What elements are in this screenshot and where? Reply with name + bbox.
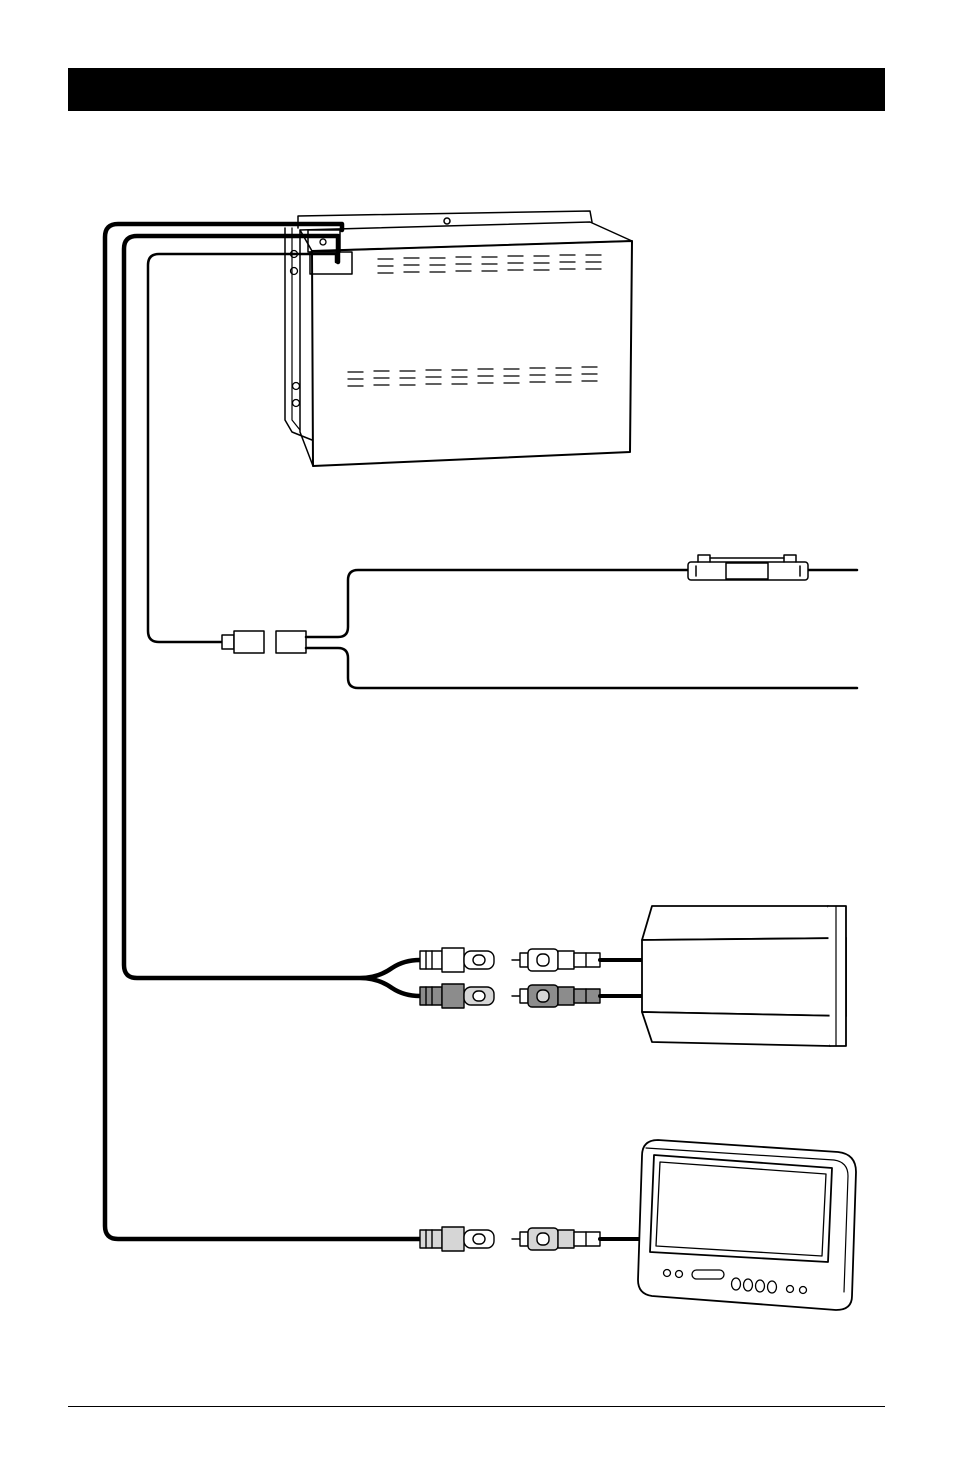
rca-jack-gray-female — [420, 984, 494, 1008]
cable-to-av-source — [124, 236, 420, 996]
cable-to-monitor — [105, 224, 420, 1239]
rca-jack-white-female — [420, 948, 494, 972]
rca-plug-white-male — [512, 949, 600, 971]
fuse-connector — [222, 631, 306, 653]
footer-rule — [68, 1406, 885, 1407]
av-source-wires — [600, 960, 642, 996]
rca-plug-gray-male — [512, 985, 600, 1007]
power-wire-lower — [306, 648, 857, 688]
inline-fuse — [688, 555, 808, 580]
monitor — [638, 1140, 856, 1310]
vent-slots-upper — [378, 255, 601, 273]
cable-to-fuse-connector — [148, 254, 336, 642]
av-source-box — [642, 906, 846, 1046]
rca-plug-light-male — [512, 1228, 600, 1250]
vent-slots-lower — [348, 367, 597, 386]
rca-jack-light-female — [420, 1227, 494, 1251]
